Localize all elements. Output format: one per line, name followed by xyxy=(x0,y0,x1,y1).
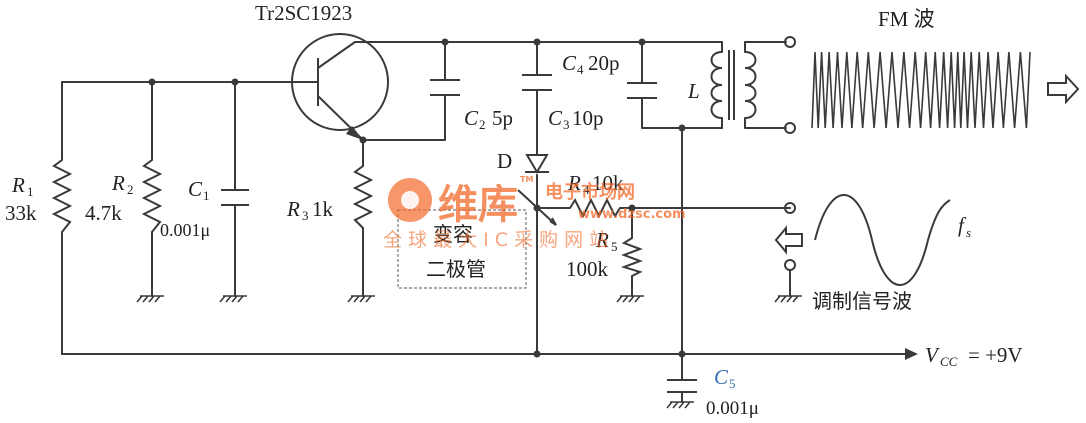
c5-value: 0.001μ xyxy=(706,398,759,419)
fs-sub: s xyxy=(966,225,971,240)
r3-name: R xyxy=(286,197,300,221)
output-terminal-top xyxy=(784,36,796,48)
inductor-coil xyxy=(710,50,757,120)
varactor-label-line2: 二极管 xyxy=(426,257,486,281)
watermark-brand: 维库 xyxy=(438,182,518,228)
input-arrow-icon xyxy=(774,225,803,255)
vcc-arrow-icon xyxy=(905,348,918,360)
c3-sub: 3 xyxy=(563,117,570,132)
r3-symbol xyxy=(352,165,374,229)
output-arrow-icon xyxy=(1047,73,1080,105)
junction-dots xyxy=(148,38,686,358)
c3-value: 10p xyxy=(572,106,604,130)
diode-label: D xyxy=(497,149,512,173)
r5-sub: 5 xyxy=(611,239,618,254)
r5-name: R xyxy=(595,228,609,252)
fm-waveform xyxy=(811,51,1031,129)
c4-name: C xyxy=(562,51,577,75)
r5-symbol xyxy=(620,237,643,277)
c4-symbol xyxy=(627,82,657,99)
r1-sub: 1 xyxy=(27,184,34,199)
modulation-terminal-top xyxy=(784,202,796,214)
sine-waveform xyxy=(814,194,951,286)
watermark-tm: TM xyxy=(520,175,533,184)
watermark: 维库 电子市场网 www.dzsc.com TM 全 球 最 大 I C 采 购… xyxy=(383,175,686,251)
output-terminal-bottom xyxy=(784,122,796,134)
r4-sub: 4 xyxy=(583,182,590,197)
c3-symbol xyxy=(522,74,552,91)
emitter-node-wire xyxy=(362,107,446,141)
fm-wave-label: FM 波 xyxy=(878,7,935,31)
r1-value: 33k xyxy=(5,201,37,225)
r1-name: R xyxy=(11,173,25,197)
varactor-label-box xyxy=(397,209,527,289)
r2-name: R xyxy=(111,171,125,195)
modulation-terminal-bottom xyxy=(784,259,796,271)
c5-symbol xyxy=(667,379,697,393)
c3-name: C xyxy=(548,106,563,130)
r2-sub: 2 xyxy=(127,182,134,197)
r2-symbol xyxy=(141,159,163,233)
c4-sub: 4 xyxy=(577,62,584,77)
fs-name: f xyxy=(958,213,967,237)
c1-symbol xyxy=(221,189,249,206)
r1-symbol xyxy=(51,159,73,233)
c1-name: C xyxy=(188,177,203,201)
r5-value: 100k xyxy=(566,257,609,281)
vcc-name: V xyxy=(925,343,940,367)
c5-sub: 5 xyxy=(729,376,736,391)
r4-value: 10k xyxy=(592,171,624,195)
r3-value: 1k xyxy=(312,197,334,221)
inductor-label: L xyxy=(687,79,700,103)
output-coil-wire xyxy=(744,41,787,129)
varactor-label-line1: 变容 xyxy=(433,222,473,246)
r4-symbol xyxy=(569,197,621,219)
c2-sub: 2 xyxy=(479,117,486,132)
c2-name: C xyxy=(464,106,479,130)
r3-sub: 3 xyxy=(302,208,309,223)
watermark-url: www.dzsc.com xyxy=(578,207,686,222)
vcc-sub: CC xyxy=(940,354,958,369)
c5-name: C xyxy=(714,365,729,389)
c1-sub: 1 xyxy=(203,188,210,203)
r4-name: R xyxy=(567,171,581,195)
c2-symbol xyxy=(430,79,460,96)
c4-wire xyxy=(641,41,723,129)
r2-value: 4.7k xyxy=(85,201,122,225)
watermark-tagline: 电子市场网 xyxy=(545,181,635,203)
c2-value: 5p xyxy=(492,106,513,130)
vcc-value: = +9V xyxy=(968,343,1023,367)
watermark-sub: 全 球 最 大 I C 采 购 网 站 xyxy=(383,229,608,251)
transistor-label: Tr2SC1923 xyxy=(255,1,352,25)
c4-value: 20p xyxy=(588,51,620,75)
c1-value: 0.001μ xyxy=(160,220,210,240)
ground-symbols xyxy=(136,295,802,409)
transistor-symbol xyxy=(291,33,389,141)
modulation-wave-label: 调制信号波 xyxy=(812,289,912,313)
